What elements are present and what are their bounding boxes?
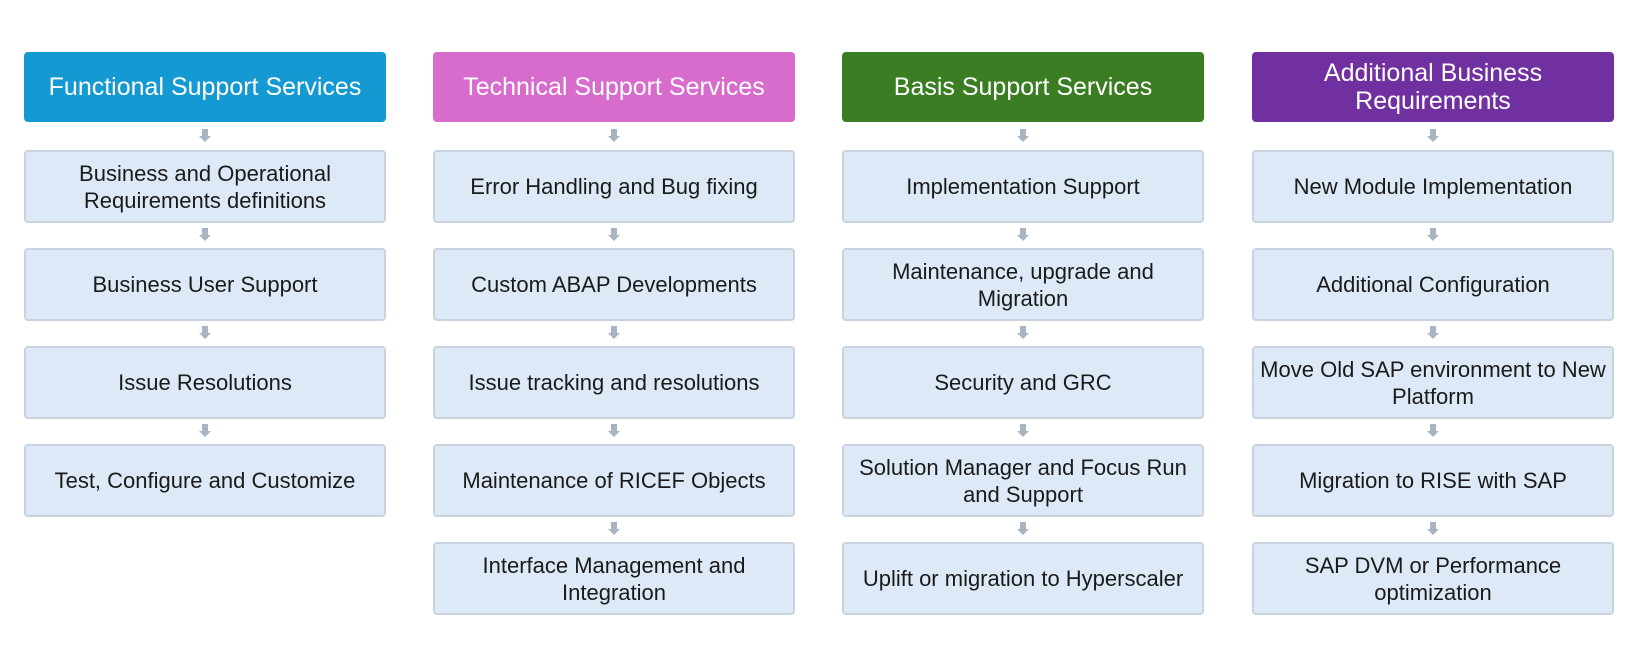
column-basis-support: Basis Support Services Implementation Su… (842, 52, 1204, 615)
connector-arrow (433, 122, 795, 150)
connector-arrow (433, 223, 795, 248)
service-item: New Module Implementation (1252, 150, 1614, 223)
service-item: Security and GRC (842, 346, 1204, 419)
connector-arrow (1252, 419, 1614, 444)
connector-arrow (842, 223, 1204, 248)
service-item: Test, Configure and Customize (24, 444, 386, 517)
service-item: Interface Management and Integration (433, 542, 795, 615)
connector-arrow (433, 517, 795, 542)
service-item: Migration to RISE with SAP (1252, 444, 1614, 517)
arrow-down-icon (1017, 424, 1029, 438)
arrow-down-icon (608, 129, 620, 143)
connector-arrow (842, 517, 1204, 542)
connector-arrow (24, 122, 386, 150)
connector-arrow (433, 321, 795, 346)
arrow-down-icon (1017, 326, 1029, 340)
connector-arrow (1252, 223, 1614, 248)
column-header: Additional Business Requirements (1252, 52, 1614, 122)
service-item: Solution Manager and Focus Run and Suppo… (842, 444, 1204, 517)
service-item: Custom ABAP Developments (433, 248, 795, 321)
service-item: SAP DVM or Performance optimization (1252, 542, 1614, 615)
column-header: Technical Support Services (433, 52, 795, 122)
service-item: Issue tracking and resolutions (433, 346, 795, 419)
service-item: Uplift or migration to Hyperscaler (842, 542, 1204, 615)
column-header: Functional Support Services (24, 52, 386, 122)
service-item: Error Handling and Bug fixing (433, 150, 795, 223)
arrow-down-icon (1017, 228, 1029, 242)
arrow-down-icon (1427, 424, 1439, 438)
connector-arrow (24, 223, 386, 248)
service-item: Issue Resolutions (24, 346, 386, 419)
connector-arrow (433, 419, 795, 444)
service-item: Implementation Support (842, 150, 1204, 223)
column-additional-business: Additional Business Requirements New Mod… (1252, 52, 1614, 615)
column-technical-support: Technical Support Services Error Handlin… (433, 52, 795, 615)
arrow-down-icon (608, 424, 620, 438)
connector-arrow (842, 321, 1204, 346)
connector-arrow (842, 419, 1204, 444)
arrow-down-icon (1427, 522, 1439, 536)
arrow-down-icon (199, 326, 211, 340)
connector-arrow (24, 419, 386, 444)
column-header: Basis Support Services (842, 52, 1204, 122)
arrow-down-icon (1017, 129, 1029, 143)
arrow-down-icon (199, 228, 211, 242)
arrow-down-icon (608, 326, 620, 340)
arrow-down-icon (608, 228, 620, 242)
service-item: Business User Support (24, 248, 386, 321)
connector-arrow (24, 321, 386, 346)
connector-arrow (1252, 517, 1614, 542)
service-item: Business and Operational Requirements de… (24, 150, 386, 223)
arrow-down-icon (199, 129, 211, 143)
connector-arrow (842, 122, 1204, 150)
arrow-down-icon (1427, 129, 1439, 143)
column-functional-support: Functional Support Services Business and… (24, 52, 386, 517)
service-item: Move Old SAP environment to New Platform (1252, 346, 1614, 419)
service-item: Maintenance of RICEF Objects (433, 444, 795, 517)
connector-arrow (1252, 122, 1614, 150)
arrow-down-icon (1427, 228, 1439, 242)
service-item: Additional Configuration (1252, 248, 1614, 321)
arrow-down-icon (608, 522, 620, 536)
connector-arrow (1252, 321, 1614, 346)
arrow-down-icon (1017, 522, 1029, 536)
arrow-down-icon (199, 424, 211, 438)
service-item: Maintenance, upgrade and Migration (842, 248, 1204, 321)
arrow-down-icon (1427, 326, 1439, 340)
